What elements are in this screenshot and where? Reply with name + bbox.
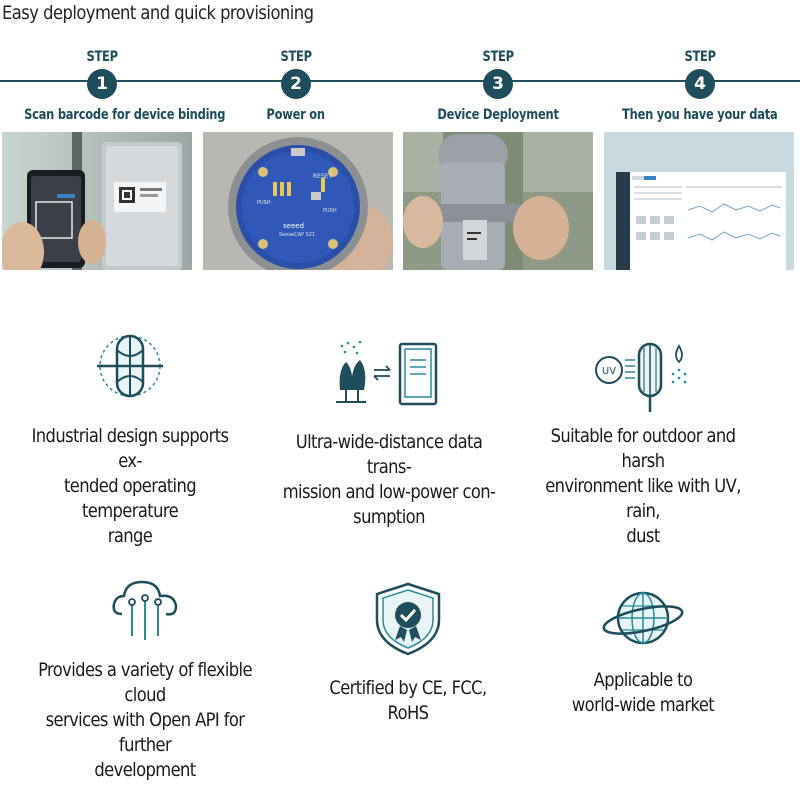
step-2-board-push-left: PUSH: [257, 200, 271, 206]
temperature-design-icon: [97, 334, 163, 398]
step-2-photo: RESET PUSH PUSH seeed SenseCAP S21: [203, 132, 393, 270]
step-4-title: Then you have your data: [622, 107, 778, 123]
step-2-board-model: SenseCAP S21: [279, 232, 315, 238]
page-heading: Easy deployment and quick provisioning: [2, 2, 314, 24]
feature-certification-text: Certified by CE, FCC, RoHS: [329, 677, 487, 724]
feature-certification: Certified by CE, FCC, RoHS: [278, 582, 538, 726]
step-2-label: STEP: [280, 49, 312, 65]
step-4-label: STEP: [684, 49, 716, 65]
feature-transmission: Ultra-wide-distance data trans- mission …: [258, 340, 520, 530]
step-4-number: 4: [685, 69, 715, 99]
step-2-title: Power on: [266, 107, 326, 123]
step-3-photo: [403, 132, 593, 270]
data-transmission-icon: [336, 340, 438, 406]
step-1-label: STEP: [86, 49, 118, 65]
step-2-board-reset-text: RESET: [313, 173, 333, 180]
cloud-api-icon: [112, 580, 178, 640]
step-2-number: 2: [281, 69, 311, 99]
feature-temperature-text: Industrial design supports ex- tended op…: [31, 425, 229, 547]
step-1-photo: [2, 132, 192, 270]
certification-shield-icon: [375, 582, 441, 656]
steps-timeline-line: [0, 80, 800, 82]
step-4: STEP 4 Then you have your data: [600, 46, 800, 123]
feature-cloud: Provides a variety of flexible cloud ser…: [0, 574, 290, 783]
globe-icon: [602, 591, 684, 645]
feature-transmission-text: Ultra-wide-distance data trans- mission …: [282, 431, 496, 528]
step-1-title: Scan barcode for device binding: [24, 107, 226, 123]
step-3-label: STEP: [482, 49, 514, 65]
step-2-board-brand: seeed: [283, 222, 304, 230]
feature-temperature: Industrial design supports ex- tended op…: [0, 328, 260, 549]
feature-worldwide: Applicable to world-wide market: [512, 588, 774, 718]
step-3: STEP 3 Device Deployment: [398, 46, 598, 123]
step-4-photo: [604, 132, 794, 270]
step-1: STEP 1 Scan barcode for device binding: [2, 46, 225, 123]
weather-resistant-icon: UV: [595, 342, 687, 412]
step-3-title: Device Deployment: [437, 107, 559, 123]
step-3-number: 3: [483, 69, 513, 99]
step-1-number: 1: [87, 69, 117, 99]
feature-weather-text: Suitable for outdoor and harsh environme…: [545, 425, 741, 547]
step-2-board-push-right: PUSH: [323, 208, 337, 214]
uv-label: UV: [602, 366, 616, 377]
step-2: STEP 2 Power on: [196, 46, 396, 123]
feature-weather: UV Suitable for outdoor and harsh enviro…: [512, 340, 774, 549]
feature-cloud-text: Provides a variety of flexible cloud ser…: [38, 659, 252, 781]
feature-worldwide-text: Applicable to world-wide market: [571, 669, 715, 716]
